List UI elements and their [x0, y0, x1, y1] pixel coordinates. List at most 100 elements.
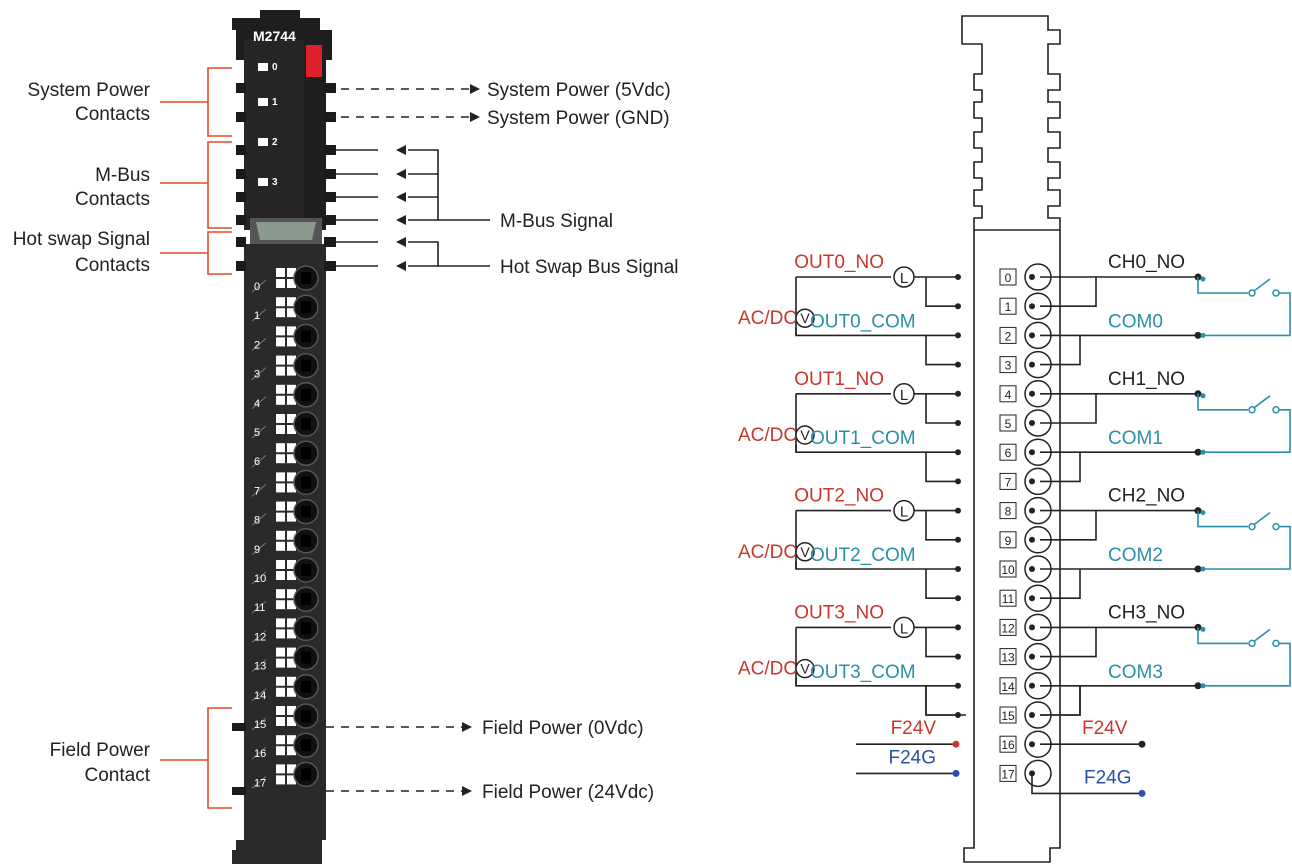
source-symbol [795, 425, 815, 445]
terminal-number: 0 [1005, 271, 1012, 285]
switch-contact [1248, 289, 1256, 297]
module-terminal: 11 [251, 586, 319, 614]
wire [1203, 292, 1291, 337]
source-symbol [795, 308, 815, 328]
module-led-panel [244, 40, 304, 230]
wire [925, 393, 958, 424]
wire [925, 685, 966, 716]
led-indicator [258, 178, 268, 186]
led-label: 2 [272, 137, 278, 148]
terminal-number: 13 [1001, 651, 1015, 665]
side-contact [324, 261, 336, 271]
module-terminal: 2 [251, 323, 319, 351]
source-letter: V [800, 427, 810, 443]
module-terminal-number: 7 [254, 485, 260, 497]
wire [925, 335, 958, 366]
module-terminal-number: 14 [254, 690, 266, 702]
load-letter: L [900, 270, 908, 287]
terminal-number: 7 [1005, 475, 1012, 489]
terminal-number: 17 [1001, 767, 1015, 781]
wire [1253, 395, 1271, 409]
module-terminal-number: 2 [254, 339, 260, 351]
label-mbus-1: M-Bus [95, 165, 150, 186]
wire [1203, 409, 1291, 453]
label-sys-gnd: System Power (GND) [487, 108, 670, 129]
wiring-terminal: 12 [999, 613, 1052, 642]
side-contact [236, 261, 246, 271]
terminal-number: 4 [1005, 388, 1012, 402]
side-contact [324, 192, 336, 202]
module-terminal-number: 15 [254, 719, 266, 731]
switch-contact [1272, 639, 1280, 648]
teal-dot [1200, 393, 1206, 399]
wire [1203, 642, 1291, 687]
wire [925, 685, 958, 716]
wiring-terminal: 1 [999, 292, 1052, 320]
f24g-right-dot [1138, 789, 1146, 797]
module-terminal-number: 16 [254, 748, 266, 760]
teal-dot [1200, 276, 1206, 282]
led-indicator [258, 63, 268, 71]
wire [925, 452, 958, 483]
module-terminal-number: 5 [254, 427, 260, 439]
wiring-terminal: 9 [999, 526, 1052, 554]
out-no-label: OUT1_NO [794, 369, 884, 390]
out-com-label: OUT1_COM [810, 428, 916, 449]
wire [795, 327, 958, 337]
connection-dot [1194, 331, 1202, 339]
terminal-number: 10 [1001, 563, 1015, 577]
acdc-label: AC/DC [738, 542, 797, 563]
switch-contact [1248, 639, 1256, 648]
ch-no-label: CH3_NO [1108, 602, 1185, 623]
module-terminal: 1 [251, 294, 319, 322]
terminal-number: 9 [1005, 534, 1012, 548]
wire [795, 677, 958, 687]
source-letter: V [800, 310, 810, 326]
wire [1040, 627, 1097, 658]
side-contact [236, 83, 246, 93]
side-contact [324, 83, 336, 93]
module-terminal-number: 0 [254, 281, 260, 293]
label-sys-5v: System Power (5Vdc) [487, 80, 671, 101]
side-contact [324, 169, 336, 179]
module-terminal-number: 4 [254, 398, 260, 410]
led-label: 1 [272, 97, 278, 108]
connection-dot [1194, 448, 1202, 456]
module-terminal: 16 [251, 732, 319, 760]
teal-dot [1200, 449, 1206, 455]
wire [925, 277, 958, 307]
left-brackets [160, 67, 232, 809]
wire [795, 561, 958, 570]
module-terminal-number: 13 [254, 661, 266, 673]
side-contact [324, 145, 336, 155]
out-com-label: OUT3_COM [810, 662, 916, 683]
switch-contact [1248, 406, 1256, 414]
module-terminal: 5 [251, 411, 319, 439]
wiring-terminal: 8 [999, 496, 1052, 525]
module-outline [961, 15, 1061, 863]
ch-com-label: COM1 [1108, 428, 1163, 449]
module-terminal-number: 17 [254, 777, 266, 789]
led-label: 3 [272, 177, 278, 188]
module-terminal: 6 [251, 440, 319, 468]
terminal-number: 1 [1005, 300, 1012, 314]
out-com-label: OUT2_COM [810, 545, 916, 566]
wiring-terminal: 10 [999, 555, 1052, 583]
wiring-terminal: 11 [999, 584, 1052, 612]
side-contact [232, 787, 246, 795]
module-terminal-number: 6 [254, 456, 260, 468]
out-com-label: OUT0_COM [810, 311, 916, 332]
ch-com-label: COM2 [1108, 545, 1163, 566]
label-mbus-signal: M-Bus Signal [500, 211, 613, 232]
f24v-dot [952, 740, 960, 748]
terminal-number: 14 [1001, 680, 1015, 694]
side-contact [236, 145, 246, 155]
label-field-24v: Field Power (24Vdc) [482, 782, 654, 803]
label-hotswap-1: Hot swap Signal [13, 229, 150, 250]
teal-dot [1200, 510, 1206, 516]
wire [1040, 277, 1097, 307]
teal-dot [1200, 566, 1206, 572]
wiring-terminal: 13 [999, 642, 1052, 671]
